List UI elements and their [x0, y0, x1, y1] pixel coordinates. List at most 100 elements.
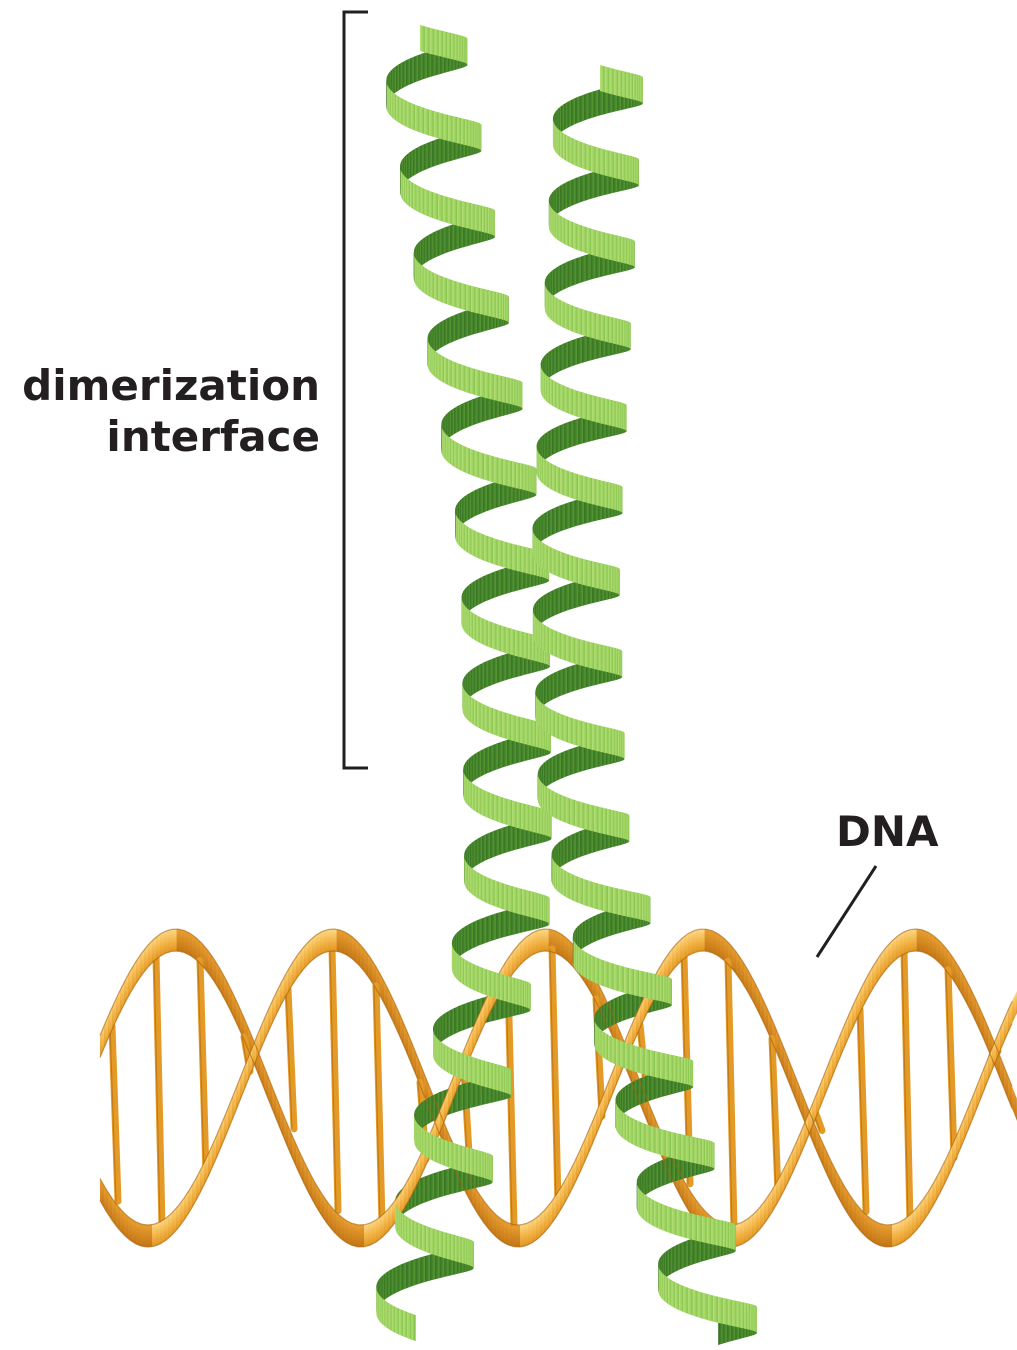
dna-strand1-segment	[320, 931, 325, 955]
helix-right-segment	[621, 650, 622, 677]
dna-strand2-segment	[364, 1224, 369, 1247]
dna-strand1-segment	[144, 1225, 149, 1247]
dna-strand2-segment	[928, 932, 933, 957]
dna-strand2-segment	[360, 1225, 365, 1247]
helix-left-segment	[508, 296, 509, 323]
dna-strand1-segment	[888, 1225, 893, 1247]
dna-strand1-segment	[316, 932, 321, 957]
dna-strand2-segment	[904, 930, 909, 954]
dna-strand2-segment	[356, 1225, 361, 1247]
helix-right-segment	[626, 404, 627, 431]
dna-strand1-segment	[348, 934, 353, 959]
helix-right-segment	[692, 1060, 693, 1087]
dna-strand1-segment	[524, 1223, 529, 1247]
dna-strand1-segment	[896, 1222, 901, 1246]
dna-strand2-segment	[540, 929, 545, 952]
dimerization-label-line2: interface	[0, 411, 320, 462]
dna-strand1-segment	[528, 1220, 533, 1244]
helix-left-segment	[411, 1314, 415, 1341]
dna-strand1-segment	[868, 1217, 873, 1242]
dna-strand2-segment	[172, 929, 177, 951]
dna-strand2-segment	[160, 932, 165, 957]
dimerization-label-line1: dimerization	[0, 360, 320, 411]
dna-strand1-segment	[128, 1217, 133, 1242]
dna-strand2-segment	[188, 932, 193, 957]
dna-strand2-segment	[920, 929, 925, 952]
helix-left-segment	[473, 1243, 474, 1270]
dna-strand2-segment	[368, 1222, 373, 1246]
dna-strand2-segment	[168, 929, 173, 952]
dna-strand1-segment	[332, 929, 337, 951]
dna-strand1-segment	[900, 1219, 905, 1244]
dna-strand2-segment	[912, 929, 917, 951]
dna-strand2-segment	[352, 1223, 357, 1246]
helix-right-segment	[622, 486, 623, 513]
helix-left-segment	[511, 1071, 512, 1098]
dna-strand1-segment	[140, 1224, 145, 1247]
helix-left-segment	[549, 899, 550, 926]
dna-strand1-segment	[340, 930, 345, 954]
dna-strand2-segment	[744, 1218, 749, 1243]
dna-strand1-segment	[136, 1222, 141, 1246]
dna-strand1-segment	[1012, 992, 1017, 1024]
dna-strand1-segment	[704, 929, 709, 952]
dna-strand1-segment	[328, 929, 333, 952]
dna-strand1-segment	[324, 929, 329, 952]
dna-strand1-segment	[152, 1223, 157, 1246]
helix-right-segment	[619, 568, 620, 595]
dna-strand1-segment	[500, 1218, 505, 1243]
dna-strand1-segment	[880, 1224, 885, 1247]
dna-strand1-segment	[132, 1220, 137, 1245]
dna-strand1-segment	[180, 1197, 185, 1225]
dna-strand2-segment	[528, 933, 533, 958]
dna-strand1-segment	[872, 1220, 877, 1245]
dna-strand1-segment	[148, 1225, 153, 1247]
dna-strand2-segment	[556, 931, 561, 955]
dna-strand2-segment	[916, 929, 921, 952]
helix-right-segment	[650, 896, 651, 923]
dna-strand1-segment	[156, 1222, 161, 1246]
dna-strand1-segment	[160, 1219, 165, 1244]
dna-strand2-segment	[376, 1217, 381, 1242]
dna-leader-line	[817, 866, 876, 957]
dna-strand1-segment	[876, 1222, 881, 1246]
dna-strand2-segment	[164, 930, 169, 954]
dna-strand2-segment	[896, 934, 901, 959]
dna-strand1-segment	[516, 1225, 521, 1247]
dna-strand2-segment	[1012, 1086, 1017, 1119]
dna-strand2-segment	[544, 929, 549, 951]
helix-right-segment	[628, 814, 629, 841]
dna-strand1-segment	[532, 1218, 537, 1243]
dna-strand2-segment	[340, 1216, 345, 1242]
dna-strand1-segment	[296, 951, 301, 979]
dna-strand1-segment	[708, 930, 713, 953]
helix-right-segment	[713, 1142, 714, 1169]
dna-strand1-segment	[852, 1198, 857, 1226]
dna-label: DNA	[836, 806, 939, 857]
dna-strand2-segment	[176, 929, 181, 952]
dna-strand1-segment	[892, 1223, 897, 1246]
dna-strand2-segment	[532, 931, 537, 955]
dna-strand1-segment	[520, 1224, 525, 1247]
dna-strand1-segment	[688, 931, 693, 955]
dna-strand2-segment	[348, 1222, 353, 1246]
dna-strand1-segment	[712, 931, 717, 955]
helix-left-segment	[522, 382, 523, 409]
dna-strand2-segment	[536, 930, 541, 953]
dna-strand2-segment	[344, 1219, 349, 1244]
dna-strand1-segment	[700, 929, 705, 951]
helix-left-segment	[492, 1157, 493, 1184]
dna-strand2-segment	[184, 930, 189, 954]
dna-strand2-segment	[736, 1223, 741, 1246]
dna-strand2-segment	[372, 1220, 377, 1245]
dna-strand1-segment	[684, 933, 689, 958]
dna-strand1-segment	[344, 932, 349, 957]
dimerization-interface-label: dimerization interface	[0, 360, 320, 462]
dna-strand1-segment	[696, 929, 701, 952]
helix-left-segment	[530, 985, 531, 1012]
dna-strand2-segment	[180, 929, 185, 952]
dna-strand2-segment	[908, 929, 913, 952]
dna-strand1-segment	[716, 933, 721, 958]
dna-strand2-segment	[900, 932, 905, 957]
